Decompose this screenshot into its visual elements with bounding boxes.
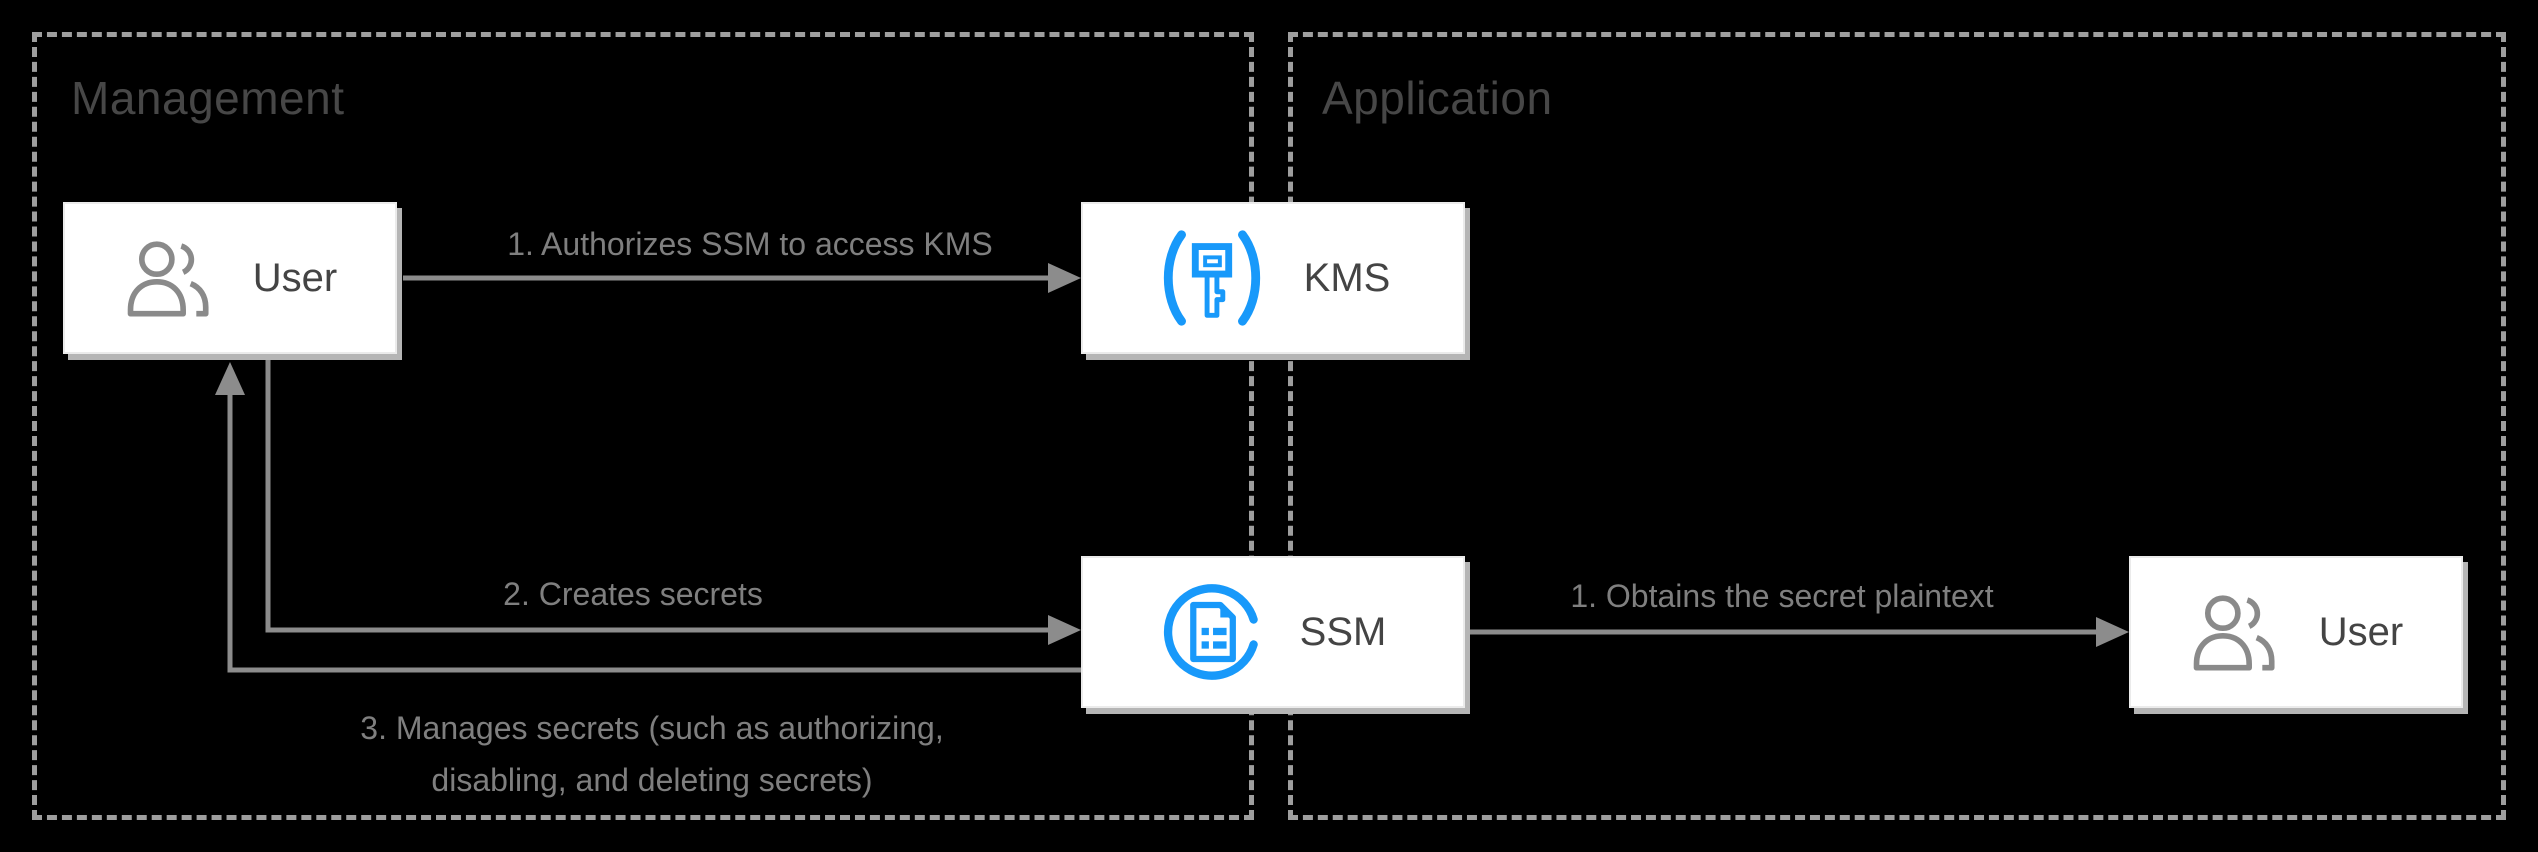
arrow-label-manages-secrets: 3. Manages secrets (such as authorizing,… (360, 702, 943, 806)
region-application: Application (1288, 32, 2506, 820)
arrow-manages-secrets (215, 362, 1081, 673)
arrow-creates-secrets (265, 356, 1081, 645)
kms-key-icon (1163, 230, 1260, 326)
users-icon (2193, 595, 2275, 671)
arrow-obtains-plaintext (1469, 617, 2129, 647)
users-icon (127, 241, 209, 317)
arrow-authorizes-kms (403, 263, 1081, 293)
region-management-title: Management (71, 72, 345, 124)
node-ssm-label: SSM (1299, 609, 1387, 654)
ssm-secrets-icon (1163, 584, 1258, 680)
node-kms-label: KMS (1303, 255, 1391, 300)
region-management: Management (32, 32, 1254, 820)
arrow-label-manages-secrets-line2: disabling, and deleting secrets) (431, 762, 873, 798)
arrow-label-obtains-plaintext: 1. Obtains the secret plaintext (1570, 578, 1994, 614)
region-application-title: Application (1322, 72, 1553, 124)
node-user-management: User (63, 202, 397, 354)
node-user-application-label: User (2318, 609, 2404, 654)
node-user-application: User (2129, 556, 2463, 708)
node-ssm: SSM (1081, 556, 1465, 708)
arrow-label-creates-secrets: 2. Creates secrets (503, 576, 763, 612)
arrow-label-authorizes-kms: 1. Authorizes SSM to access KMS (507, 226, 993, 262)
node-user-management-label: User (252, 255, 338, 300)
arrow-label-manages-secrets-line1: 3. Manages secrets (such as authorizing, (360, 710, 944, 746)
node-kms: KMS (1081, 202, 1465, 354)
